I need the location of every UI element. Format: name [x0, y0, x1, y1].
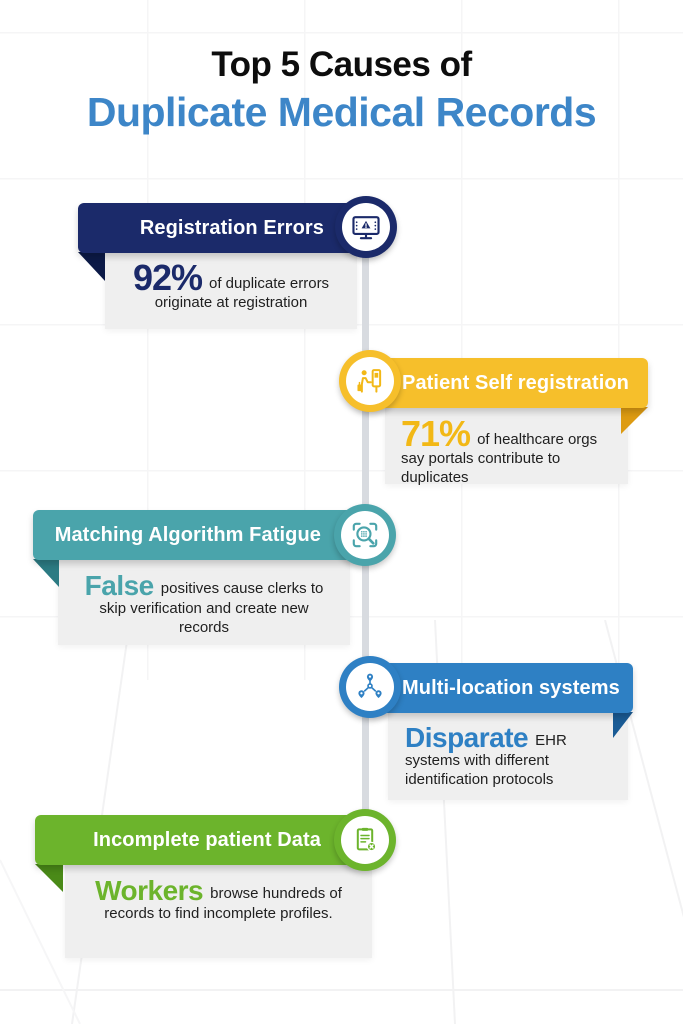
stat-value: 71% — [401, 413, 471, 454]
title-prefix: Top 5 Causes of — [211, 45, 472, 84]
banner-label: Registration Errors — [139, 216, 324, 239]
monitor-warning-icon — [342, 203, 390, 251]
icon-badge — [339, 350, 401, 412]
ribbon-banner: Matching Algorithm Fatigue — [33, 510, 385, 560]
icon-badge — [334, 504, 396, 566]
icon-badge — [339, 656, 401, 718]
stat-value: Disparate — [405, 722, 529, 753]
stat-value: False — [84, 570, 155, 601]
stat-description: EHR systems with different identificatio… — [405, 732, 567, 788]
incomplete-document-icon — [341, 816, 389, 864]
stat-description: of healthcare orgs say portals contribut… — [401, 431, 598, 486]
page-title: Top 5 Causes of Duplicate Medical Record… — [0, 44, 683, 136]
icon-badge — [335, 196, 397, 258]
ribbon-banner: Incomplete patient Data — [35, 815, 385, 865]
stat-description: positives cause clerks to skip verificat… — [99, 580, 324, 636]
stat-description: of duplicate errors originate at registr… — [154, 275, 330, 311]
title-main: Duplicate Medical Records — [86, 89, 597, 135]
banner-label: Multi-location systems — [402, 676, 620, 699]
self-service-kiosk-icon — [346, 357, 394, 405]
stat-value: Workers — [95, 875, 204, 906]
stat-value: 92% — [132, 257, 203, 298]
banner-label: Patient Self registration — [402, 371, 629, 394]
icon-badge — [334, 809, 396, 871]
info-card: 92%of duplicate errors originate at regi… — [105, 252, 357, 329]
banner-label: Matching Algorithm Fatigue — [54, 523, 321, 546]
banner-label: Incomplete patient Data — [93, 828, 321, 851]
ribbon-banner: Patient Self registration — [348, 358, 648, 408]
timeline-line — [362, 228, 369, 952]
location-network-icon — [346, 663, 394, 711]
scan-magnifier-icon — [341, 511, 389, 559]
info-card: 71%of healthcare orgs say portals contri… — [385, 407, 628, 486]
stat-description: browse hundreds of records to find incom… — [104, 885, 342, 922]
